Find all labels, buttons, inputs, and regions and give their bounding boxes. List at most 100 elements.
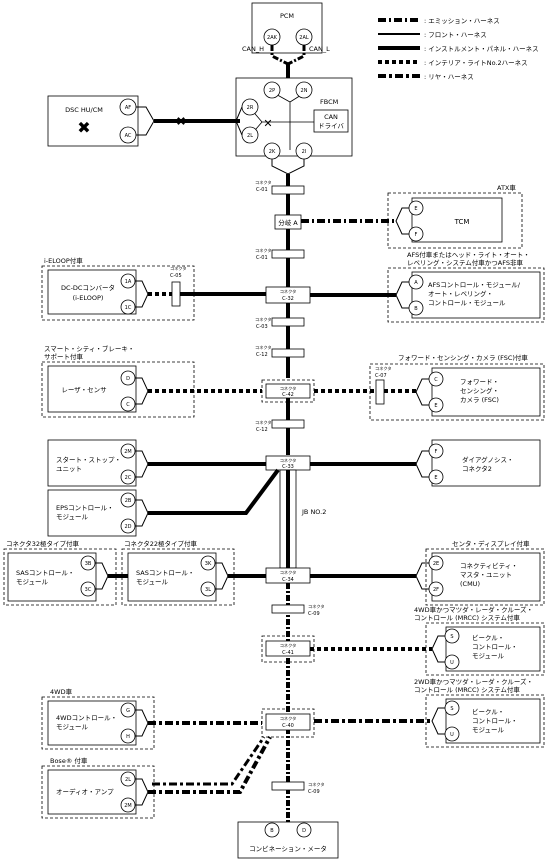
can-driver-label-1: CAN — [324, 113, 338, 121]
dsc-pin-ac: AC — [125, 133, 132, 139]
dcdc-label-2: (i-ELOOP) — [73, 294, 104, 302]
dlc-pin-e: E — [434, 475, 437, 481]
vcm4-label-2: コントロール・ — [472, 643, 518, 651]
meter-pin-d: D — [302, 828, 306, 834]
conn-c03-label: C-03 — [256, 324, 268, 330]
sas32-pin-3c: 3C — [85, 587, 92, 593]
scbs-condition-1: スマート・シティ・ブレーキ・ — [44, 344, 134, 353]
dlc-group: ダイアグノシス・ コネクタ2 F E — [310, 439, 541, 487]
cmu-label-1: コネクティビティ・ — [460, 561, 518, 570]
awd-pin-h: H — [126, 734, 130, 740]
mrcc2-condition-1: 2WD車かつマツダ・レーダ・クルーズ・ — [414, 677, 533, 686]
fbcm-module: FBCM CAN ドライバ ✕ 2P 2N 2R 2L 2K 2I — [235, 77, 353, 160]
vcm4-label-1: ビークル・ — [472, 633, 504, 642]
fsc-pin-c: C — [434, 377, 438, 383]
cmu-pin-2f: 2F — [433, 587, 439, 593]
conn-c42-label: C-42 — [282, 392, 294, 398]
cmu-label-2: マスタ・ユニット — [460, 570, 512, 579]
fbcm-pin-2i: 2I — [302, 149, 307, 155]
mrcc4-condition-1: 4WD車かつマツダ・レーダ・クルーズ・ — [414, 605, 533, 614]
fbcm-label: FBCM — [320, 98, 338, 106]
conn-word-c32: コネクタ — [280, 288, 297, 295]
eps-pin-2d: 2D — [124, 524, 131, 530]
awd-label-2: モジュール — [56, 723, 89, 731]
start-stop-label-2: ユニット — [56, 465, 82, 473]
conn-c09b-label: C-09 — [308, 789, 320, 795]
vcm4-group: 4WD車かつマツダ・レーダ・クルーズ・ コントロール (MRCC) システム付車… — [310, 605, 545, 676]
afs-pin-b: B — [414, 306, 418, 312]
dsc-label: DSC HU/CM — [65, 106, 103, 114]
afs-pin-a: A — [414, 280, 418, 286]
awd-pin-g: G — [126, 708, 130, 714]
conn-word-c03: コネクタ — [255, 316, 272, 323]
meter-label: コンビネーション・メータ — [249, 844, 327, 853]
dsc-fault-mark: ✖ — [77, 118, 90, 137]
afs-condition-1: AFS付車またはヘッド・ライト・オート・ — [407, 250, 530, 259]
afs-label-3: コントロール・モジュール — [428, 299, 506, 307]
tcm-pin-f: F — [415, 232, 418, 238]
laser-pin-d: D — [126, 376, 130, 382]
legend-interior: : インテリア・ライトNo.2ハーネス — [424, 59, 528, 67]
sas22-label-1: SASコントロール・ — [136, 569, 194, 577]
sas32-label-2: モジュール — [16, 578, 49, 586]
afs-condition-2: レベリング・システム付車かつAFS非車 — [407, 258, 524, 267]
conn-word-c33: コネクタ — [280, 457, 297, 464]
awd-label-1: 4WDコントロール・ — [56, 714, 117, 722]
jb-label: JB NO.2 — [301, 508, 326, 516]
conn-word-c12b: コネクタ — [255, 419, 272, 426]
amp-pin-2m: 2M — [124, 803, 132, 809]
eps-label-2: モジュール — [56, 513, 89, 521]
conn-word-c01b: コネクタ — [255, 247, 272, 254]
jb-no2: JB NO.2 — [279, 469, 326, 569]
c33-junction: コネクタ C-33 — [265, 455, 311, 471]
vcm4-label-3: モジュール — [472, 652, 505, 660]
scbs-condition-2: サポート付車 — [44, 352, 84, 361]
laser-label: レーザ・センサ — [61, 386, 106, 394]
pcm-pin-2al: 2AL — [299, 35, 309, 41]
cmu-condition: センタ・ディスプレイ付車 — [452, 539, 530, 548]
conn-word-c34: コネクタ — [280, 569, 297, 576]
fbcm-pin-2p: 2P — [269, 88, 275, 94]
cmu-label-3: (CMU) — [460, 580, 480, 588]
can-h-label: CAN_H — [242, 45, 264, 53]
start-stop-group: スタート・ストップ・ ユニット 2M 2C — [47, 439, 266, 487]
conn-word-c42: コネクタ — [280, 385, 297, 392]
vcm2-label-2: コントロール・ — [472, 717, 518, 725]
conn-word-c40: コネクタ — [280, 715, 297, 722]
fsc-condition: フォワード・センシング・カメラ (FSC)付車 — [398, 353, 528, 362]
cmu-pin-2e: 2E — [433, 561, 439, 567]
can-driver-label-2: ドライバ — [318, 122, 344, 130]
ss-pin-2m: 2M — [124, 449, 132, 455]
conn-c01b-label: C-01 — [256, 255, 268, 261]
fbcm-pin-2n: 2N — [301, 88, 308, 94]
tcm-label: TCM — [454, 218, 470, 226]
conn-word-c09b: コネクタ — [308, 781, 325, 788]
dcdc-pin-1a: 1A — [125, 279, 132, 285]
branch-a-label: 分岐 A — [278, 218, 298, 227]
c42-junction: コネクタ C-42 — [261, 379, 315, 403]
pcm-pin-2ak: 2AK — [267, 35, 278, 41]
fsc-group: フォワード・センシング・カメラ (FSC)付車 コネクタ C-07 フォワード・… — [314, 353, 545, 421]
meter-pin-b: B — [270, 828, 274, 834]
amp-pin-2l: 2L — [125, 777, 131, 783]
c34-junction: コネクタ C-34 — [265, 567, 311, 584]
vcm2-group: 2WD車かつマツダ・レーダ・クルーズ・ コントロール (MRCC) システム付車… — [314, 677, 545, 748]
conn-word-c07: コネクタ — [375, 365, 392, 372]
conn-c05-label: C-05 — [170, 273, 182, 279]
c32-junction: コネクタ C-32 — [265, 286, 311, 304]
legend-instrument: : インストルメント・パネル・ハーネス — [424, 45, 539, 53]
fsc-label-3: カメラ (FSC) — [460, 396, 499, 404]
laser-group: スマート・シティ・ブレーキ・ サポート付車 レーザ・センサ D C — [41, 344, 262, 418]
tcm-pin-e: E — [414, 206, 417, 212]
awd-condition: 4WD車 — [50, 687, 73, 696]
legend-front: : フロント・ハーネス — [424, 31, 487, 39]
bose-condition: Bose® 付車 — [50, 756, 88, 765]
dsc-harness: ✕ — [136, 106, 243, 136]
mrcc4-condition-2: コントロール (MRCC) システム付車 — [414, 613, 520, 622]
sas32-pin-3b: 3B — [85, 561, 92, 567]
dsc-pin-af: AF — [125, 105, 131, 111]
ss-pin-2c: 2C — [125, 475, 132, 481]
vcm2-pin-u: U — [450, 732, 454, 738]
meter-module: コンビネーション・メータ B D — [237, 821, 339, 859]
